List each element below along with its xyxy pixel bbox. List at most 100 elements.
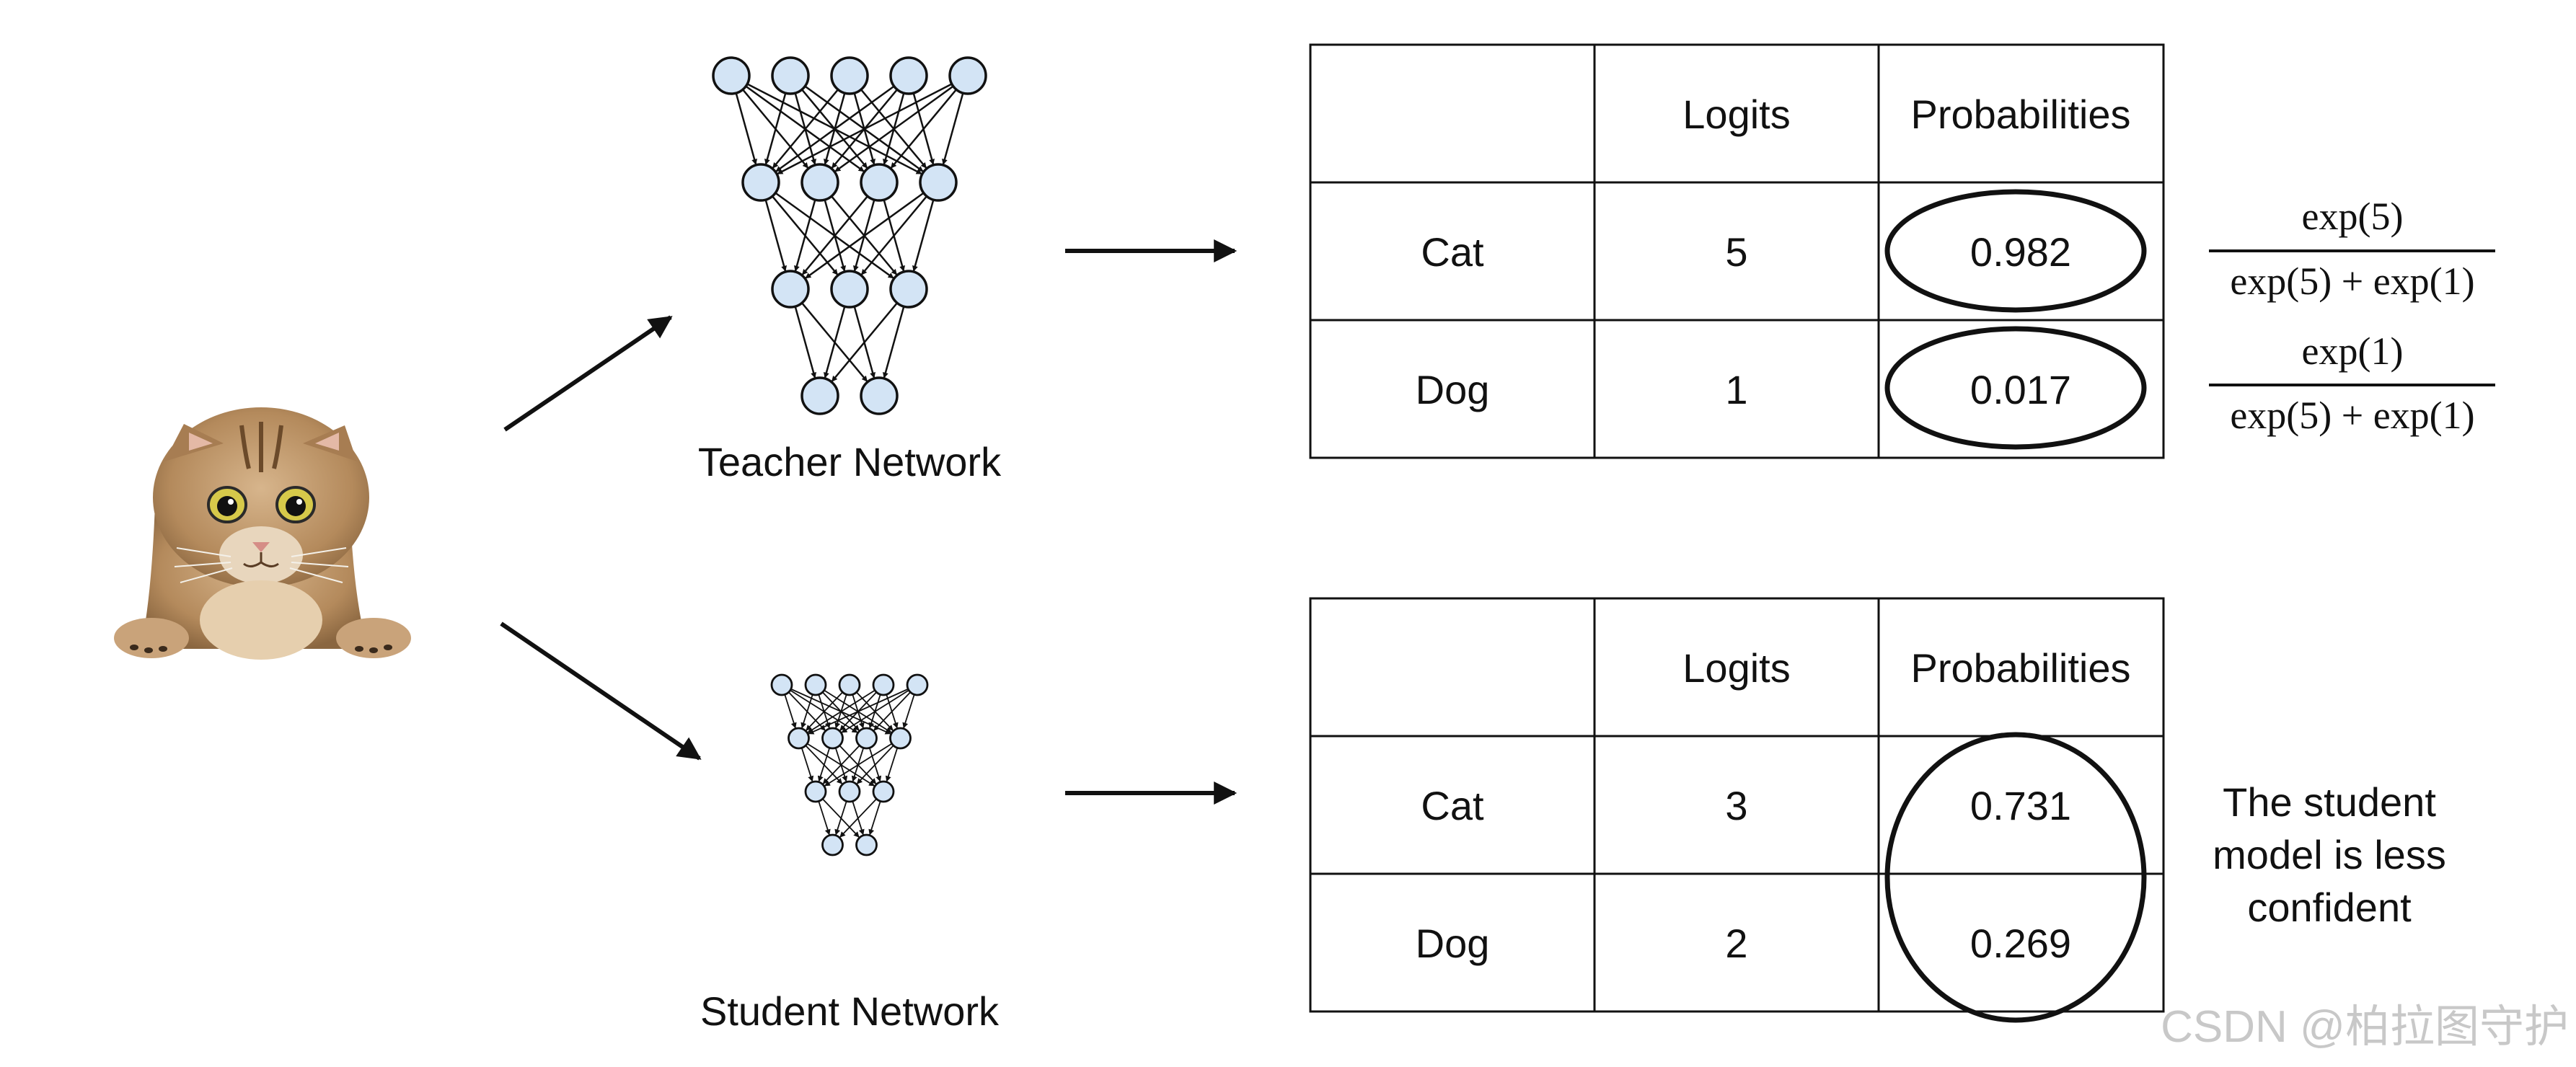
- cat-image: [114, 407, 411, 660]
- teacher-table: Logits Probabilities Cat 5 0.982 Dog 1 0…: [1309, 43, 2165, 459]
- teacher-header-logits: Logits: [1682, 92, 1790, 137]
- student-node-l3-n1: [855, 833, 878, 856]
- teacher-header-probabilities: Probabilities: [1910, 92, 2130, 137]
- teacher-connection: [824, 306, 846, 378]
- softmax-formulas: exp(5) exp(5) + exp(1) exp(1) exp(5) + e…: [2209, 195, 2495, 437]
- student-header-probabilities: Probabilities: [1910, 645, 2130, 691]
- student-node-l0-n0: [770, 673, 793, 696]
- watermark-text: CSDN @柏拉图守护: [2161, 1002, 2569, 1052]
- student-connection: [873, 691, 911, 731]
- teacher-node-l0-n4: [948, 56, 987, 95]
- teacher-connection: [912, 199, 935, 272]
- teacher-row-cat-logit: 5: [1725, 229, 1747, 275]
- teacher-row-cat-prob: 0.982: [1970, 229, 2071, 275]
- teacher-node-l2-n1: [830, 270, 869, 309]
- student-node-l1-n0: [788, 727, 810, 750]
- teacher-node-l3-n1: [860, 376, 899, 415]
- teacher-connection: [883, 306, 905, 378]
- teacher-connection: [805, 192, 925, 279]
- teacher-network-label: Teacher Network: [698, 439, 1002, 484]
- student-connection: [784, 694, 797, 729]
- teacher-connection: [764, 92, 787, 165]
- student-connection: [841, 689, 909, 733]
- student-connection: [902, 694, 915, 729]
- teacher-dog-prob-highlight: [1884, 326, 2147, 450]
- student-note-line-2: model is less: [2213, 832, 2446, 877]
- student-connection: [839, 798, 877, 838]
- student-connection: [868, 801, 881, 836]
- student-row-dog-label: Dog: [1416, 921, 1490, 966]
- student-connection: [800, 694, 813, 729]
- student-node-l1-n3: [889, 727, 912, 750]
- student-node-l0-n2: [838, 673, 861, 696]
- teacher-node-l0-n0: [712, 56, 751, 95]
- teacher-node-l1-n2: [860, 163, 899, 202]
- student-connection: [800, 748, 814, 782]
- teacher-connection: [794, 306, 816, 378]
- arrow-to-teacher: [503, 315, 673, 432]
- teacher-node-l2-n0: [771, 270, 810, 309]
- teacher-row-dog-prob: 0.017: [1970, 367, 2071, 412]
- teacher-row-dog-logit: 1: [1725, 367, 1747, 412]
- student-connection: [818, 801, 831, 836]
- teacher-connection: [834, 85, 954, 172]
- student-node-l2-n0: [804, 780, 827, 803]
- teacher-node-l0-n1: [771, 56, 810, 95]
- student-row-dog-prob: 0.269: [1970, 921, 2071, 966]
- teacher-connection: [831, 302, 898, 382]
- student-connection: [824, 743, 893, 787]
- formula-dog-denominator: exp(5) + exp(1): [2230, 394, 2474, 437]
- student-connection: [885, 748, 899, 782]
- student-node-l1-n2: [855, 727, 878, 750]
- student-row-cat-label: Cat: [1421, 783, 1484, 828]
- student-prob-highlight: [1884, 732, 2147, 1023]
- student-node-l1-n1: [821, 727, 844, 750]
- teacher-connection: [890, 89, 957, 169]
- student-note-line-3: confident: [2247, 885, 2412, 930]
- student-connection: [834, 801, 847, 836]
- student-connection: [808, 688, 909, 735]
- student-connection: [807, 689, 875, 733]
- student-node-l0-n3: [872, 673, 895, 696]
- arrow-to-student: [500, 621, 702, 761]
- teacher-node-l3-n0: [800, 376, 839, 415]
- teacher-connection: [860, 195, 927, 275]
- student-note-line-1: The student: [2223, 779, 2436, 825]
- student-row-cat-prob: 0.731: [1970, 783, 2071, 828]
- student-header-logits: Logits: [1682, 645, 1790, 691]
- teacher-connection: [794, 199, 816, 272]
- student-connection: [817, 748, 831, 782]
- teacher-node-l2-n2: [889, 270, 928, 309]
- teacher-connection: [735, 92, 757, 165]
- teacher-connection: [777, 83, 953, 175]
- student-network-label: Student Network: [700, 988, 1000, 1034]
- student-connection: [806, 691, 843, 731]
- teacher-connection: [764, 199, 787, 272]
- student-node-l3-n0: [821, 833, 844, 856]
- student-table: Logits Probabilities Cat 3 0.731 Dog 2 0…: [1309, 597, 2165, 1023]
- student-connection: [822, 745, 860, 784]
- teacher-connection: [775, 85, 895, 172]
- teacher-node-l1-n0: [741, 163, 780, 202]
- teacher-network: [712, 56, 987, 415]
- student-node-l2-n2: [872, 780, 895, 803]
- teacher-connection: [772, 89, 839, 169]
- formula-cat-denominator: exp(5) + exp(1): [2230, 260, 2474, 303]
- teacher-node-l0-n2: [830, 56, 869, 95]
- teacher-connection: [942, 92, 964, 165]
- formula-dog-numerator: exp(1): [2302, 329, 2404, 373]
- student-node-l2-n1: [838, 780, 861, 803]
- teacher-cat-prob-highlight: [1884, 189, 2147, 313]
- teacher-node-l1-n3: [919, 163, 958, 202]
- student-node-l0-n4: [906, 673, 929, 696]
- student-network: [770, 673, 929, 856]
- teacher-node-l0-n3: [889, 56, 928, 95]
- formula-cat-numerator: exp(5): [2302, 195, 2404, 238]
- teacher-row-cat-label: Cat: [1421, 229, 1484, 275]
- teacher-connection: [801, 195, 868, 275]
- teacher-node-l1-n1: [800, 163, 839, 202]
- student-connection: [856, 745, 894, 784]
- teacher-row-dog-label: Dog: [1416, 367, 1490, 412]
- student-row-dog-logit: 2: [1725, 921, 1747, 966]
